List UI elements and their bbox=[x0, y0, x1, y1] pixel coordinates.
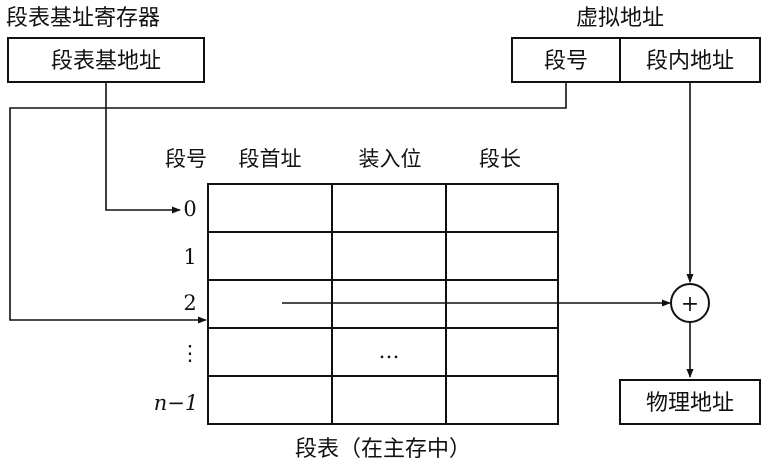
register-box-label: 段表基地址 bbox=[51, 49, 161, 74]
base-address-arrow bbox=[105, 82, 181, 214]
virtual-address-title: 虚拟地址 bbox=[576, 6, 664, 31]
register-title: 段表基址寄存器 bbox=[6, 6, 160, 31]
adder-plus-icon: + bbox=[681, 292, 699, 317]
segment-table bbox=[207, 183, 559, 425]
virtual-segment-number-box bbox=[511, 37, 621, 83]
table-row-label: ⋮ bbox=[180, 341, 201, 365]
segment-number-arrow bbox=[9, 82, 567, 324]
segment-table-frame bbox=[207, 183, 559, 425]
table-row-label: n−1 bbox=[154, 391, 198, 415]
physical-address-box bbox=[619, 379, 761, 425]
table-row-header: 段号 bbox=[165, 147, 207, 171]
table-row-label: 0 bbox=[183, 197, 196, 221]
register-box bbox=[7, 37, 205, 83]
virtual-segment-number-label: 段号 bbox=[544, 49, 588, 74]
table-column-header-2: 装入位 bbox=[359, 147, 422, 171]
virtual-offset-label: 段内地址 bbox=[646, 49, 734, 74]
table-ellipsis: … bbox=[379, 339, 400, 363]
table-column-header-1: 段首址 bbox=[239, 147, 302, 171]
table-row-label: 1 bbox=[183, 245, 196, 269]
table-row-label: 2 bbox=[183, 291, 196, 315]
physical-address-label: 物理地址 bbox=[646, 391, 734, 416]
table-column-header-3: 段长 bbox=[479, 147, 521, 171]
segment-table-caption: 段表（在主存中） bbox=[295, 437, 471, 462]
